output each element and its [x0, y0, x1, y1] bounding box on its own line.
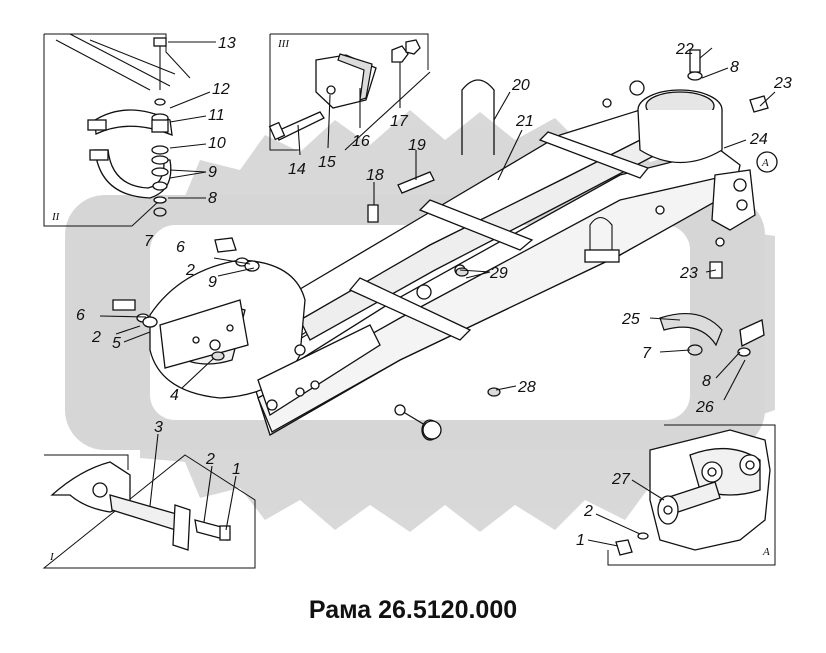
label-2-left: 2: [91, 329, 101, 346]
label-2-inset-a: 2: [583, 503, 593, 520]
label-7-right: 7: [642, 345, 652, 362]
label-1-inset-a: 1: [576, 532, 585, 549]
callout-ii-marker: [416, 284, 432, 300]
inset-i: I: [42, 454, 256, 569]
label-20: 20: [511, 77, 530, 94]
callout-i-marker: [422, 420, 442, 440]
label-26: 26: [695, 399, 714, 416]
label-9-front: 9: [208, 274, 217, 291]
label-23-top: 23: [773, 75, 792, 92]
label-8-right: 8: [702, 373, 711, 390]
label-11: 11: [208, 107, 225, 124]
label-13: 13: [218, 35, 236, 52]
inset-i-tag: I: [49, 551, 55, 563]
label-9: 9: [208, 164, 217, 181]
label-8-rear: 8: [730, 59, 739, 76]
callout-iii-marker: [629, 80, 645, 96]
label-6-top: 6: [176, 239, 185, 256]
label-19: 19: [408, 137, 426, 154]
label-1-inset-i: 1: [232, 461, 241, 478]
plate-19: [397, 171, 435, 194]
label-16: 16: [352, 133, 370, 150]
label-29: 29: [489, 265, 508, 282]
label-15: 15: [318, 154, 336, 171]
label-21: 21: [515, 113, 534, 130]
inset-a-tag: A: [762, 546, 770, 558]
label-3: 3: [154, 419, 163, 436]
label-12: 12: [212, 81, 230, 98]
svg-text:A: A: [761, 157, 769, 169]
bolt-22: [689, 49, 701, 73]
bracket-25: [659, 312, 723, 347]
label-2-top: 2: [185, 262, 195, 279]
label-23-lower: 23: [679, 265, 698, 282]
leader-lines: [99, 41, 776, 547]
u-bolt-20: [461, 79, 495, 155]
label-7: 7: [144, 233, 154, 250]
label-24: 24: [749, 131, 768, 148]
label-5: 5: [112, 335, 121, 352]
inset-ii: II: [43, 33, 191, 227]
label-2-inset-i: 2: [205, 451, 215, 468]
number-labels: 13 12 11 10 9 8 7 14 15 16 17 18 19 20 2…: [76, 35, 792, 549]
inset-iii-tag: III: [277, 38, 290, 50]
label-17: 17: [390, 113, 409, 130]
inset-a: A: [607, 424, 776, 566]
label-4: 4: [170, 387, 179, 404]
bolt-23-top: [749, 95, 769, 113]
bolt-18: [367, 204, 379, 223]
label-14: 14: [288, 161, 306, 178]
label-8: 8: [208, 190, 217, 207]
label-22: 22: [675, 41, 694, 58]
label-27: 27: [611, 471, 631, 488]
label-25: 25: [621, 311, 640, 328]
label-10: 10: [208, 135, 226, 152]
inset-iii: III: [268, 33, 431, 151]
main-frame: [149, 89, 756, 441]
diagram-caption: Рама 26.5120.000: [308, 596, 518, 624]
inset-ii-tag: II: [51, 211, 61, 223]
callout-a: A: [756, 151, 778, 173]
label-6-left: 6: [76, 307, 85, 324]
label-18: 18: [366, 167, 384, 184]
label-28: 28: [517, 379, 536, 396]
